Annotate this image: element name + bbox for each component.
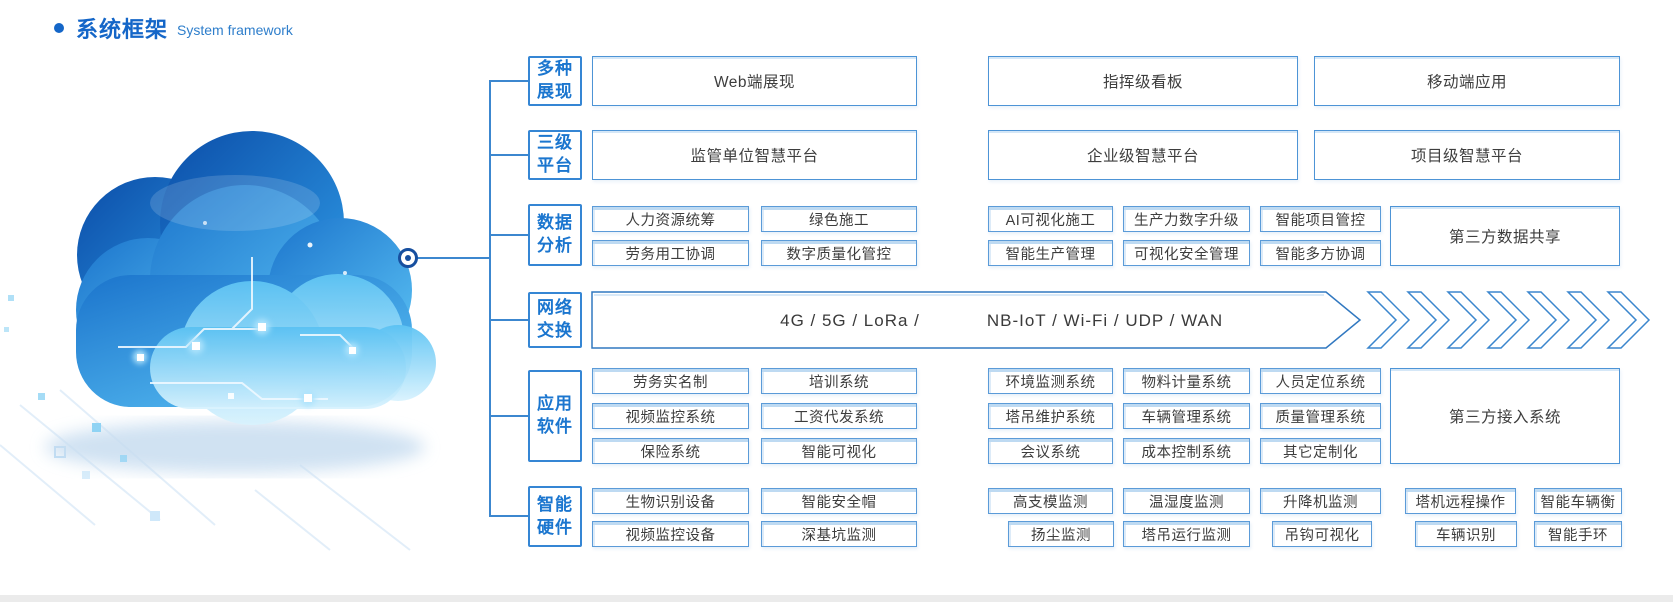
framework-box: 环境监测系统 [988, 368, 1113, 394]
chevron-right-icon [1406, 291, 1451, 349]
framework-box: 会议系统 [988, 438, 1113, 464]
category-label: 智能 [537, 494, 573, 514]
chevron-right-icon [1486, 291, 1531, 349]
network-protocols-left: 4G / 5G / LoRa / [780, 311, 920, 330]
cloud-connector-line [416, 257, 490, 259]
framework-box: 扬尘监测 [1008, 521, 1114, 547]
bottom-divider [0, 595, 1673, 602]
framework-box: 智能车辆衡 [1534, 488, 1622, 514]
category-box-data-analysis: 数据 分析 [528, 204, 582, 266]
framework-box: 其它定制化 [1260, 438, 1381, 464]
chevron-right-icon [1606, 291, 1651, 349]
category-box-network: 网络 交换 [528, 292, 582, 348]
network-protocols-right: NB-IoT / Wi-Fi / UDP / WAN [986, 311, 1224, 330]
cloud-node-dot [405, 255, 411, 261]
chevron-right-icon [1446, 291, 1491, 349]
framework-box: 吊钩可视化 [1272, 521, 1372, 547]
sparkles [203, 221, 347, 275]
bullet-icon [54, 23, 64, 33]
framework-box-supervision-platform: 监管单位智慧平台 [592, 130, 917, 180]
framework-box: 绿色施工 [761, 206, 917, 232]
framework-box: 智能可视化 [761, 438, 917, 464]
category-label: 交换 [537, 321, 573, 340]
framework-box: 人员定位系统 [1260, 368, 1381, 394]
framework-box: 人力资源统筹 [592, 206, 749, 232]
category-label: 软件 [537, 417, 573, 436]
framework-box: 车辆识别 [1415, 521, 1517, 547]
framework-box: 塔机远程操作 [1405, 488, 1516, 514]
framework-box: 升降机监测 [1260, 488, 1381, 514]
framework-box-enterprise-platform: 企业级智慧平台 [988, 130, 1298, 180]
framework-box: 智能生产管理 [988, 240, 1113, 266]
title-chinese: 系统框架 [76, 17, 169, 42]
framework-box: 可视化安全管理 [1123, 240, 1250, 266]
circuit-nodes [137, 323, 356, 402]
framework-box: 车辆管理系统 [1123, 403, 1250, 429]
framework-box: 保险系统 [592, 438, 749, 464]
category-label: 分析 [537, 236, 573, 255]
framework-box: AI可视化施工 [988, 206, 1113, 232]
framework-box: 塔吊维护系统 [988, 403, 1113, 429]
category-label: 数据 [537, 213, 573, 233]
framework-box: 生物识别设备 [592, 488, 749, 514]
category-box-display: 多种 展现 [528, 56, 582, 106]
title-english: System framework [177, 22, 293, 38]
category-label: 三级 [537, 133, 573, 153]
framework-box: 视频监控系统 [592, 403, 749, 429]
chevron-right-icon [1566, 291, 1611, 349]
framework-box: 视频监控设备 [592, 521, 749, 547]
framework-box: 深基坑监测 [761, 521, 917, 547]
floating-pixels [4, 295, 127, 462]
framework-box: 高支模监测 [988, 488, 1113, 514]
framework-box: 物料计量系统 [1123, 368, 1250, 394]
category-label: 平台 [537, 156, 573, 175]
branch-line [490, 415, 528, 417]
branch-line [490, 154, 528, 156]
framework-box: 生产力数字升级 [1123, 206, 1250, 232]
branch-line [490, 234, 528, 236]
category-label: 应用 [537, 394, 573, 414]
chevron-right-icon [1526, 291, 1571, 349]
branch-line [490, 319, 528, 321]
framework-box: 温湿度监测 [1123, 488, 1250, 514]
framework-box-mobile-app: 移动端应用 [1314, 56, 1620, 106]
framework-box: 劳务实名制 [592, 368, 749, 394]
framework-box: 智能手环 [1534, 521, 1622, 547]
cloud-front-lobe [150, 274, 436, 425]
category-label: 网络 [537, 298, 573, 318]
framework-box-project-platform: 项目级智慧平台 [1314, 130, 1620, 180]
framework-box: 质量管理系统 [1260, 403, 1381, 429]
category-label: 展现 [537, 82, 573, 101]
page-title: 系统框架 System framework [54, 12, 293, 44]
trunk-line [489, 80, 491, 517]
category-box-hardware: 智能 硬件 [528, 486, 582, 547]
cloud-graphic [0, 131, 436, 551]
framework-box: 智能多方协调 [1260, 240, 1381, 266]
framework-box-command-board: 指挥级看板 [988, 56, 1298, 106]
framework-box: 工资代发系统 [761, 403, 917, 429]
framework-box-third-party-access: 第三方接入系统 [1390, 368, 1620, 464]
branch-line [490, 515, 528, 517]
category-box-apps: 应用 软件 [528, 370, 582, 462]
category-label: 多种 [537, 59, 573, 79]
chevron-right-icon [1366, 291, 1411, 349]
framework-box: 成本控制系统 [1123, 438, 1250, 464]
framework-box: 智能安全帽 [761, 488, 917, 514]
framework-box: 培训系统 [761, 368, 917, 394]
framework-box-web-display: Web端展现 [592, 56, 917, 106]
category-label: 硬件 [537, 517, 573, 537]
category-box-platform: 三级 平台 [528, 130, 582, 180]
framework-box: 劳务用工协调 [592, 240, 749, 266]
circuit-chip [150, 511, 160, 521]
cloud-shadow [45, 421, 425, 473]
framework-box: 塔吊运行监测 [1123, 521, 1250, 547]
branch-line [490, 80, 528, 82]
cloud-highlight [150, 175, 320, 231]
framework-box: 数字质量化管控 [761, 240, 917, 266]
circuit-chip [82, 471, 90, 479]
framework-box-third-party-data: 第三方数据共享 [1390, 206, 1620, 266]
framework-box: 智能项目管控 [1260, 206, 1381, 232]
